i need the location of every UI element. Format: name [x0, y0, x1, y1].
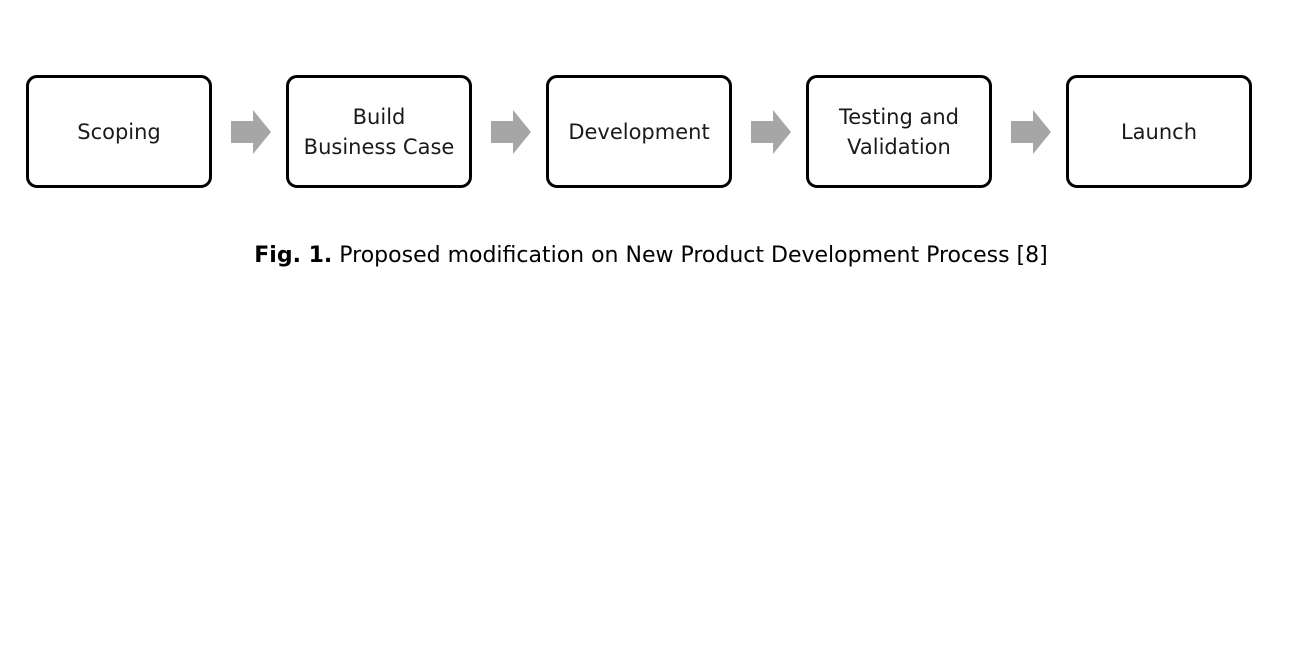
step-build-business-case-box: Build Business Case: [286, 75, 472, 188]
right-arrow-icon: [491, 110, 531, 154]
step-testing-validation-label-line-1: Testing and: [838, 104, 959, 129]
step-build-business-case-label-line-2: Business Case: [303, 134, 455, 159]
step-testing-validation-label-line-2: Validation: [847, 134, 951, 159]
figure-caption: Fig. 1. Proposed modification on New Pro…: [0, 240, 1302, 272]
step-launch-box: Launch: [1066, 75, 1252, 188]
right-arrow-icon: [751, 110, 791, 154]
step-launch-label: Launch: [1120, 119, 1198, 144]
step-scoping-label: Scoping: [77, 119, 161, 144]
step-development-box: Development: [546, 75, 732, 188]
step-development-label: Development: [568, 119, 710, 144]
step-build-business-case-label-line-1: Build: [352, 104, 406, 129]
step-testing-validation-box: Testing and Validation: [806, 75, 992, 188]
right-arrow-icon: [1011, 110, 1051, 154]
process-flow-diagram: Scoping Build Business Case Development …: [0, 0, 1302, 220]
right-arrow-icon: [231, 110, 271, 154]
figure-number: Fig. 1.: [254, 243, 333, 268]
figure-caption-text: Proposed modification on New Product Dev…: [339, 243, 1048, 268]
step-scoping-box: Scoping: [26, 75, 212, 188]
